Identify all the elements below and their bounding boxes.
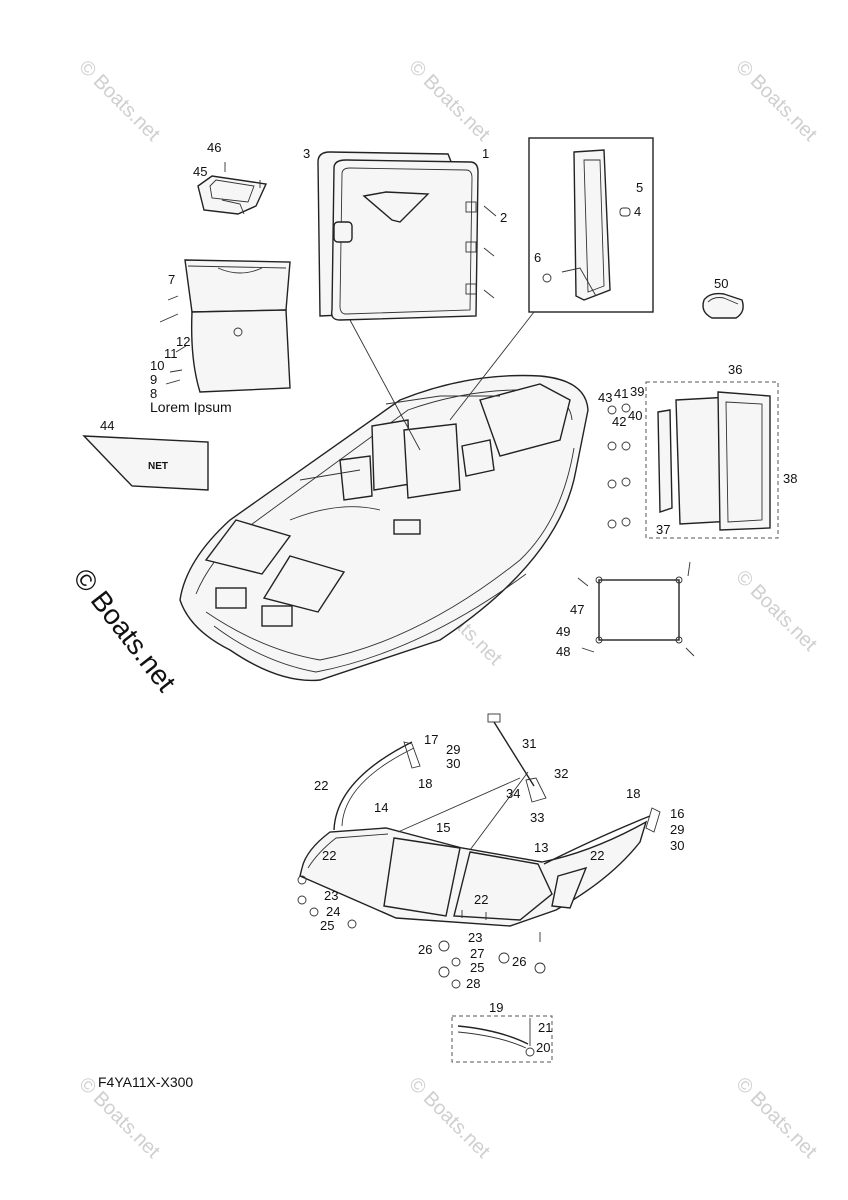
diagram-code: F4YA11X-X300 xyxy=(98,1074,193,1090)
callout-41: 41 xyxy=(614,386,628,401)
callout-44: 44 xyxy=(100,418,114,433)
callout-4: 4 xyxy=(634,204,641,219)
callout-6: 6 xyxy=(534,250,541,265)
callout-8: 8 xyxy=(150,386,157,401)
callout-37: 37 xyxy=(656,522,670,537)
storage-bin-part xyxy=(159,259,291,393)
callout-25-a: 25 xyxy=(320,918,334,933)
callout-22-d: 22 xyxy=(590,848,604,863)
latch-detail-inset xyxy=(528,137,654,313)
callout-26-b: 26 xyxy=(512,954,526,969)
side-watermark: © Boats.net xyxy=(67,563,182,698)
callout-15: 15 xyxy=(436,820,450,835)
callout-22-a: 22 xyxy=(314,778,328,793)
callout-32: 32 xyxy=(554,766,568,781)
callout-23-a: 23 xyxy=(324,888,338,903)
callout-25-b: 25 xyxy=(470,960,484,975)
callout-2: 2 xyxy=(500,210,507,225)
callout-28: 28 xyxy=(466,976,480,991)
leader-lines xyxy=(349,311,535,451)
callout-39: 39 xyxy=(630,384,644,399)
windshield-part xyxy=(299,713,661,927)
callout-12: 12 xyxy=(176,334,190,349)
callout-47: 47 xyxy=(570,602,584,617)
watermark-top-left: © Boats.net xyxy=(74,56,164,146)
callout-30-b: 30 xyxy=(670,838,684,853)
callout-18-top: 18 xyxy=(418,776,432,791)
watermark-bottom-right: © Boats.net xyxy=(731,1073,821,1163)
callout-10: 10 xyxy=(150,358,164,373)
callout-11: 11 xyxy=(164,346,178,361)
callout-50: 50 xyxy=(714,276,728,291)
callout-36: 36 xyxy=(728,362,742,377)
lorem-label: Lorem Ipsum xyxy=(150,399,232,415)
callout-9: 9 xyxy=(150,372,157,387)
watermark-mid-right: © Boats.net xyxy=(731,566,821,656)
callout-7: 7 xyxy=(168,272,175,287)
watermark-bottom-center: © Boats.net xyxy=(404,1073,494,1163)
callout-46: 46 xyxy=(207,140,221,155)
callout-13: 13 xyxy=(534,840,548,855)
hatch-door-part xyxy=(317,151,497,321)
trim-strip-part xyxy=(451,1015,553,1063)
storage-tray-part xyxy=(197,162,268,215)
net-label: NET xyxy=(148,461,168,472)
window-fasteners xyxy=(607,403,631,529)
callout-21: 21 xyxy=(538,1020,552,1035)
watermark-top-center: © Boats.net xyxy=(404,56,494,146)
net-part: NET xyxy=(82,435,209,491)
callout-20: 20 xyxy=(536,1040,550,1055)
callout-29-a: 29 xyxy=(446,742,460,757)
callout-18-right: 18 xyxy=(626,786,640,801)
mirror-part xyxy=(702,292,744,319)
callout-26-a: 26 xyxy=(418,942,432,957)
callout-29-b: 29 xyxy=(670,822,684,837)
callout-23-b: 23 xyxy=(468,930,482,945)
callout-48: 48 xyxy=(556,644,570,659)
boat-hull xyxy=(179,374,589,682)
callout-49: 49 xyxy=(556,624,570,639)
callout-30-a: 30 xyxy=(446,756,460,771)
windshield-hardware xyxy=(297,875,546,989)
callout-42: 42 xyxy=(612,414,626,429)
callout-5: 5 xyxy=(636,180,643,195)
callout-22-c: 22 xyxy=(474,892,488,907)
callout-1: 1 xyxy=(482,146,489,161)
callout-43: 43 xyxy=(598,390,612,405)
callout-labels: 1 2 3 4 5 6 7 8 9 10 11 12 13 14 15 16 1… xyxy=(100,140,797,1055)
callout-31: 31 xyxy=(522,736,536,751)
callout-17: 17 xyxy=(424,732,438,747)
callout-38: 38 xyxy=(783,471,797,486)
callout-40: 40 xyxy=(628,408,642,423)
callout-33: 33 xyxy=(530,810,544,825)
callout-24: 24 xyxy=(326,904,340,919)
window-assembly-part xyxy=(607,381,779,539)
cover-panel-part xyxy=(577,561,695,657)
callout-19: 19 xyxy=(489,1000,503,1015)
callout-3: 3 xyxy=(303,146,310,161)
watermark-top-right: © Boats.net xyxy=(731,56,821,146)
callout-34: 34 xyxy=(506,786,520,801)
callout-14: 14 xyxy=(374,800,388,815)
callout-22-b: 22 xyxy=(322,848,336,863)
callout-16: 16 xyxy=(670,806,684,821)
callout-27: 27 xyxy=(470,946,484,961)
callout-45: 45 xyxy=(193,164,207,179)
